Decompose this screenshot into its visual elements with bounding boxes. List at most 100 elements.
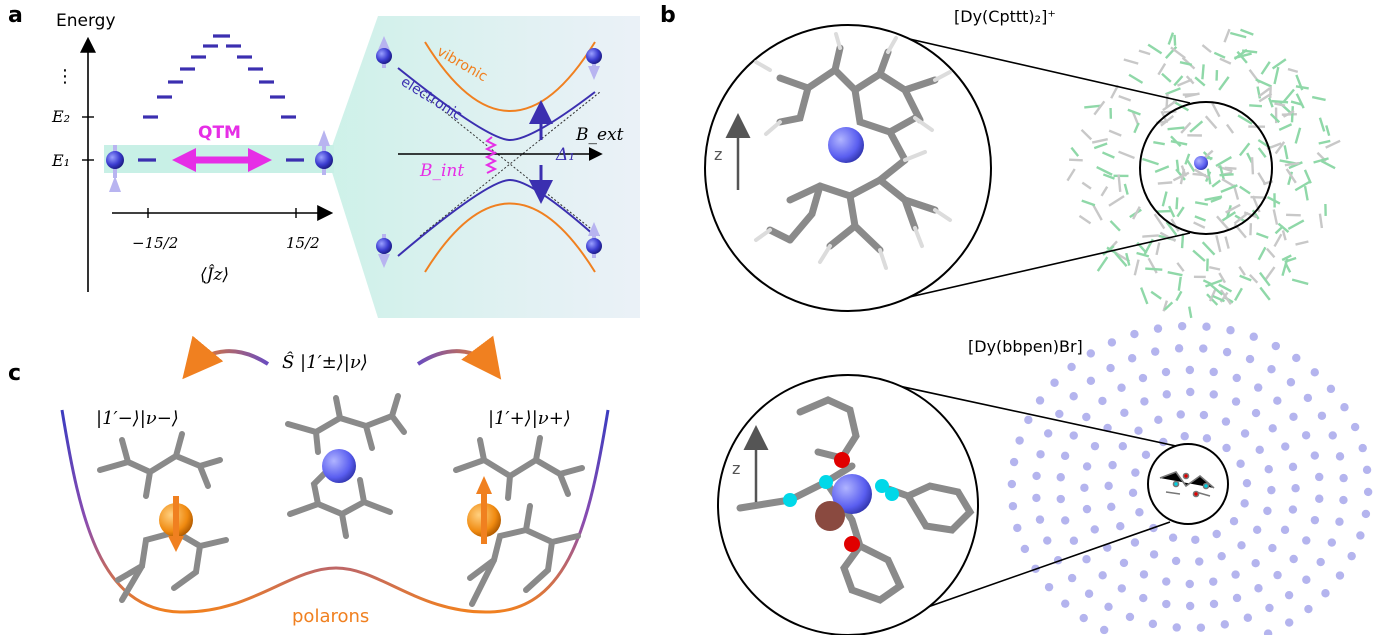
lattice-stick xyxy=(1318,117,1326,132)
lattice-stick xyxy=(1208,288,1217,302)
point-charge xyxy=(1286,378,1296,387)
point-charge xyxy=(1263,629,1273,635)
lattice-stick xyxy=(1139,287,1149,305)
point-charge xyxy=(1141,450,1151,459)
lattice-stick xyxy=(1118,150,1135,160)
lattice-stick xyxy=(1288,161,1303,170)
point-charge xyxy=(1171,556,1181,566)
point-charge xyxy=(1358,443,1367,453)
lattice-stick xyxy=(1284,262,1292,273)
point-charge xyxy=(1056,494,1065,504)
lattice-stick xyxy=(1175,159,1180,172)
point-charge xyxy=(1267,365,1276,374)
lattice-stick xyxy=(1167,271,1183,277)
panel-a-letter: a xyxy=(8,3,23,28)
lattice-stick xyxy=(1219,173,1234,177)
point-charge xyxy=(1082,412,1091,422)
lattice-stick xyxy=(1294,180,1311,192)
point-charge xyxy=(1264,465,1273,474)
molecule-center xyxy=(285,393,407,539)
lattice-stick xyxy=(1066,168,1076,182)
spin-down-orange xyxy=(159,496,193,552)
lattice-stick xyxy=(1180,233,1185,249)
point-charge xyxy=(1267,485,1276,495)
lattice-stick xyxy=(1117,174,1122,193)
point-charge xyxy=(1302,575,1311,584)
lattice-stick xyxy=(1278,123,1293,131)
point-charge xyxy=(1356,531,1365,540)
point-charge xyxy=(1232,593,1242,603)
point-charge xyxy=(1328,431,1337,440)
lattice-stick xyxy=(1147,257,1158,274)
lattice-stick xyxy=(1186,159,1196,173)
point-charge xyxy=(1240,499,1249,508)
point-charge xyxy=(1162,599,1171,609)
point-charge xyxy=(1221,417,1231,426)
lattice-stick xyxy=(1080,128,1093,141)
point-charge xyxy=(1161,367,1171,377)
lattice-stick xyxy=(1215,235,1222,253)
point-charge xyxy=(1080,483,1089,492)
point-charge xyxy=(1186,387,1195,397)
point-charge xyxy=(1251,408,1261,418)
point-charge xyxy=(1199,344,1208,353)
point-charge xyxy=(1209,599,1219,609)
lattice-stick xyxy=(1213,51,1226,59)
point-charge xyxy=(1335,452,1345,461)
qtm-label: QTM xyxy=(198,123,241,143)
point-charge xyxy=(1035,396,1045,405)
point-charge xyxy=(1249,332,1258,341)
point-charge xyxy=(1086,349,1096,358)
point-charge xyxy=(1015,436,1024,445)
lattice-stick xyxy=(1147,43,1163,55)
lattice-stick xyxy=(1156,209,1172,213)
e2-label: E₂ xyxy=(51,107,70,126)
lattice-stick xyxy=(1215,156,1232,168)
point-charge xyxy=(1130,538,1140,547)
lattice-stick xyxy=(1211,102,1221,118)
lattice-stick xyxy=(1100,186,1109,197)
point-charge xyxy=(1106,363,1115,373)
lattice-stick xyxy=(1290,106,1294,123)
point-charge xyxy=(1232,373,1241,383)
jz-neg-label: −15/2 xyxy=(132,234,178,252)
lattice-stick xyxy=(1189,120,1204,133)
point-charge xyxy=(1242,478,1252,488)
lattice-stick xyxy=(1291,278,1309,286)
lattice-stick xyxy=(1283,145,1289,160)
point-charge xyxy=(1335,571,1345,580)
point-charge xyxy=(1069,392,1078,401)
point-charge xyxy=(1154,415,1163,425)
lattice-stick xyxy=(1277,222,1290,234)
lattice-stick xyxy=(1258,271,1271,287)
lattice-stick xyxy=(1180,121,1192,134)
lattice-stick xyxy=(1325,139,1341,149)
lattice-stick xyxy=(1161,191,1168,207)
point-charge xyxy=(1301,431,1311,440)
point-charge xyxy=(1222,347,1232,357)
point-charge xyxy=(1263,506,1272,516)
lattice-stick xyxy=(1159,231,1177,243)
exchange-arc-right xyxy=(416,335,502,380)
lattice-stick xyxy=(1303,169,1312,184)
point-charge xyxy=(1153,324,1163,333)
lattice-stick xyxy=(1272,209,1279,225)
lattice-stick xyxy=(1259,286,1271,301)
point-charge xyxy=(1196,623,1206,632)
point-charge xyxy=(1050,378,1059,387)
z-label-1: z xyxy=(714,145,722,164)
point-charge xyxy=(1310,451,1320,460)
point-charge xyxy=(1310,368,1319,377)
lattice-stick xyxy=(1172,100,1190,112)
point-charge xyxy=(1107,502,1116,511)
lattice-stick xyxy=(1290,100,1303,106)
lattice-stick xyxy=(1163,301,1174,311)
molecule1-title: [Dy(Cpttt)₂]⁺ xyxy=(954,7,1056,26)
spin-up-orange xyxy=(467,476,501,544)
point-charge xyxy=(1288,505,1298,514)
lattice-stick xyxy=(1267,97,1274,108)
lattice-stick xyxy=(1070,146,1080,157)
lattice-stick xyxy=(1251,209,1260,220)
lattice-stick xyxy=(1138,49,1151,56)
point-charge xyxy=(1231,397,1241,406)
